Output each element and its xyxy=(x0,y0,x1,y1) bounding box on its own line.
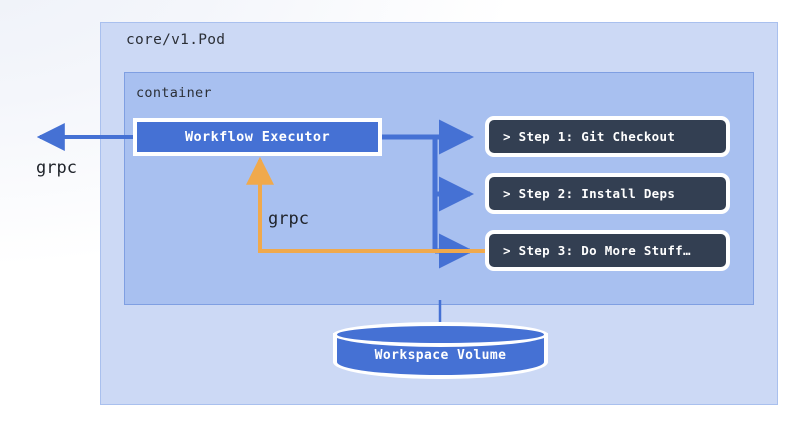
workflow-executor-label: Workflow Executor xyxy=(185,129,330,145)
external-grpc-edge-label: grpc xyxy=(36,158,77,178)
step-node-1[interactable]: > Step 1: Git Checkout xyxy=(485,116,730,157)
cylinder-top-ellipse-shape xyxy=(333,322,548,347)
workflow-executor-node[interactable]: Workflow Executor xyxy=(133,118,382,156)
step-node-3-label: > Step 3: Do More Stuff… xyxy=(503,243,691,258)
step-node-2-label: > Step 2: Install Deps xyxy=(503,186,676,201)
step-node-1-label: > Step 1: Git Checkout xyxy=(503,129,676,144)
step-node-2[interactable]: > Step 2: Install Deps xyxy=(485,173,730,214)
workspace-volume-node[interactable]: Workspace Volume xyxy=(333,322,548,384)
workspace-volume-label: Workspace Volume xyxy=(374,348,507,363)
container-label: container xyxy=(136,85,212,101)
edge-step-to-executor-grpc xyxy=(246,156,485,253)
internal-grpc-edge-label: grpc xyxy=(268,209,309,229)
pod-label: core/v1.Pod xyxy=(126,32,226,48)
step-node-3[interactable]: > Step 3: Do More Stuff… xyxy=(485,230,730,271)
